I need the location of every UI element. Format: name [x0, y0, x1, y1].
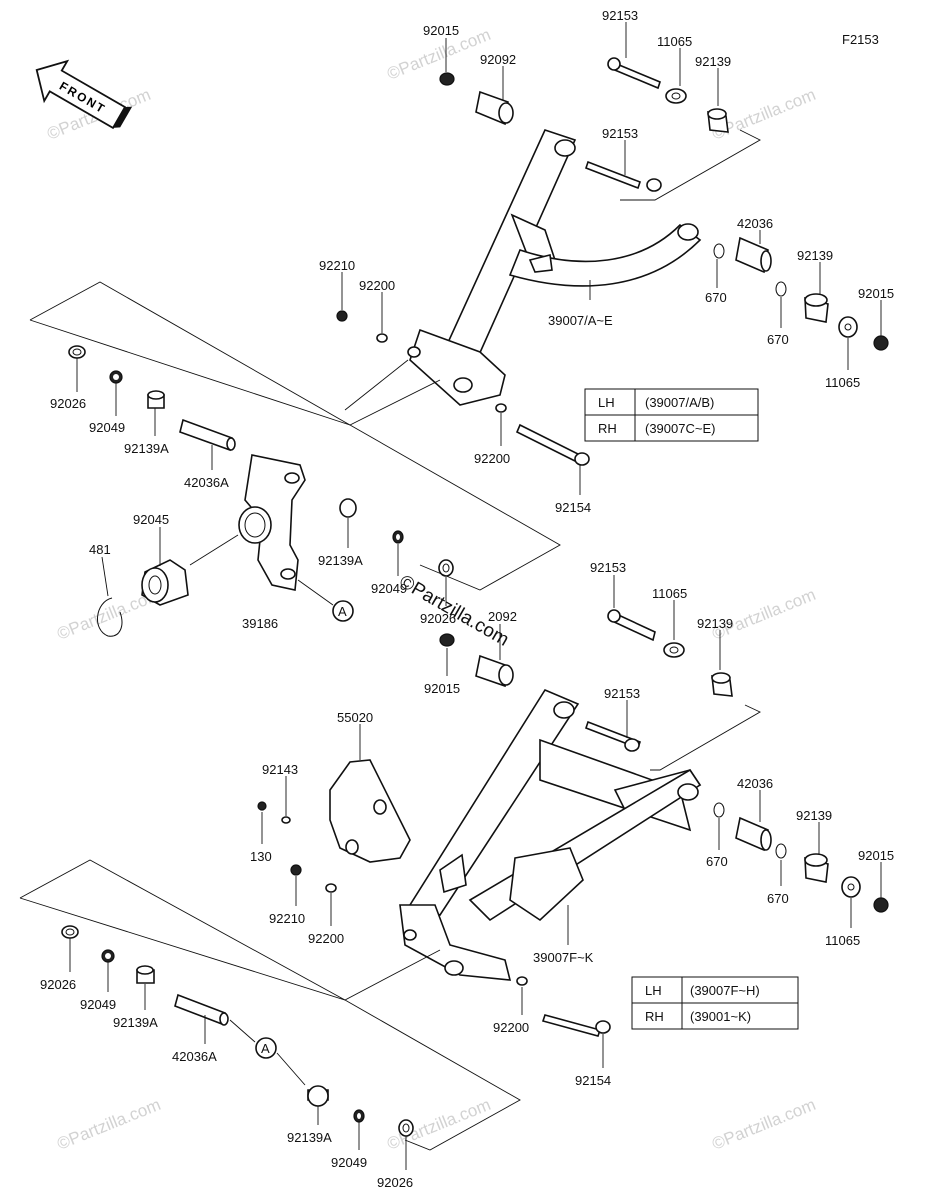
- part-label: 92139: [797, 248, 833, 263]
- part-label: 92015: [423, 23, 459, 38]
- part-label: 92139: [796, 808, 832, 823]
- watermark: ©Partzilla.com: [709, 1095, 818, 1154]
- ref-label: A: [338, 604, 347, 619]
- part-label: 92210: [269, 911, 305, 926]
- part-label: 670: [767, 891, 789, 906]
- part-label: 92015: [424, 681, 460, 696]
- part-label: 39007F~K: [533, 950, 594, 965]
- part-label: 92200: [474, 451, 510, 466]
- part-label: 92200: [308, 931, 344, 946]
- part-label: 92143: [262, 762, 298, 777]
- ref-label: A: [261, 1041, 270, 1056]
- part-label: 42036: [737, 776, 773, 791]
- part-label: 92139: [697, 616, 733, 631]
- part-label: 42036A: [184, 475, 229, 490]
- part-label: 481: [89, 542, 111, 557]
- part-label: 11065: [825, 933, 860, 948]
- diagram-code: F2153: [842, 32, 879, 47]
- part-label: 92153: [604, 686, 640, 701]
- part-label: 2092: [488, 609, 517, 624]
- part-label: 92139A: [113, 1015, 158, 1030]
- part-label: 11065: [652, 586, 687, 601]
- legend-side: RH: [598, 421, 617, 436]
- lower-swingarm-assembly: A: [19, 609, 889, 1151]
- legend-value: (39007C~E): [645, 421, 715, 436]
- part-label: 11065: [657, 34, 692, 49]
- part-label: 92200: [359, 278, 395, 293]
- part-label: 92153: [590, 560, 626, 575]
- legend-value: (39001~K): [690, 1009, 751, 1024]
- legend-side: LH: [598, 395, 615, 410]
- legend-table-lower: LH (39007F~H) RH (39001~K): [631, 976, 799, 1030]
- front-arrow-icon: FRONT: [35, 59, 133, 130]
- part-label: 92026: [50, 396, 86, 411]
- legend-side: RH: [645, 1009, 664, 1024]
- part-label: 92026: [420, 611, 456, 626]
- part-label: 92026: [377, 1175, 413, 1190]
- part-label: 92139A: [318, 553, 363, 568]
- legend-value: (39007F~H): [690, 983, 760, 998]
- part-label: 11065: [825, 375, 860, 390]
- upper-swingarm-assembly: A: [29, 57, 889, 637]
- watermark: ©Partzilla.com: [709, 585, 818, 644]
- part-label: 39186: [242, 616, 278, 631]
- part-label: 92139A: [287, 1130, 332, 1145]
- part-label: 92026: [40, 977, 76, 992]
- nut-icon: [439, 72, 455, 86]
- part-label: 92139: [695, 54, 731, 69]
- part-label: 670: [706, 854, 728, 869]
- part-label: 92153: [602, 126, 638, 141]
- part-label: 92153: [602, 8, 638, 23]
- part-label: 92210: [319, 258, 355, 273]
- part-label: 92154: [555, 500, 591, 515]
- part-label: 92092: [480, 52, 516, 67]
- part-label: 670: [705, 290, 727, 305]
- part-label: 92045: [133, 512, 169, 527]
- part-label: 92200: [493, 1020, 529, 1035]
- part-label: 92049: [331, 1155, 367, 1170]
- part-labels: 92015 92153 11065 92092 92139 92153 4203…: [40, 8, 894, 1190]
- part-label: 55020: [337, 710, 373, 725]
- part-label: 130: [250, 849, 272, 864]
- part-label: 670: [767, 332, 789, 347]
- part-label: 42036: [737, 216, 773, 231]
- legend-table-upper: LH (39007/A/B) RH (39007C~E): [584, 388, 759, 442]
- legend-side: LH: [645, 983, 662, 998]
- part-label: 92015: [858, 286, 894, 301]
- legend-value: (39007/A/B): [645, 395, 714, 410]
- part-label: 39007/A~E: [548, 313, 613, 328]
- part-label: 92049: [371, 581, 407, 596]
- part-label: 92154: [575, 1073, 611, 1088]
- part-label: 92049: [80, 997, 116, 1012]
- part-label: 92015: [858, 848, 894, 863]
- part-label: 92049: [89, 420, 125, 435]
- watermark: ©Partzilla.com: [54, 1095, 163, 1154]
- part-label: 92139A: [124, 441, 169, 456]
- part-label: 42036A: [172, 1049, 217, 1064]
